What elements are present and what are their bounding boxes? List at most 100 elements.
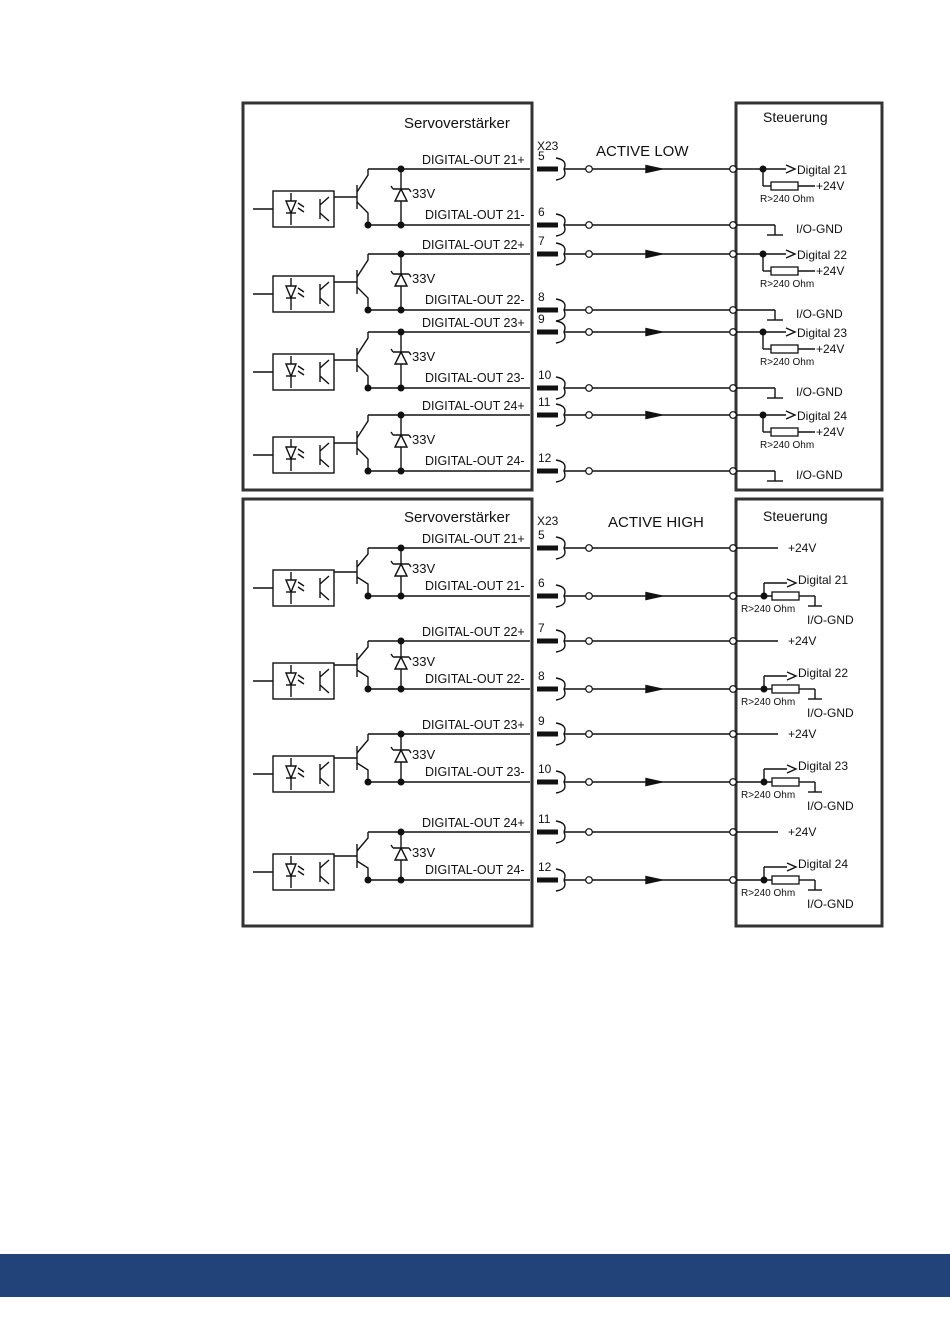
terminal-node (729, 592, 737, 600)
cable-node (585, 306, 593, 314)
pin-minus-number: 10 (538, 368, 552, 382)
panel-active-high: Servoverstärker Steuerung X23 ACTIVE HIG… (241, 497, 884, 928)
zener-diode-icon (390, 431, 412, 439)
signal-arrow-icon (645, 249, 663, 259)
optocoupler (272, 436, 335, 474)
signal-arrow-icon (645, 684, 663, 694)
terminal-node (729, 544, 737, 552)
cable-node (585, 328, 593, 336)
zener-label: 33V (412, 561, 435, 576)
pin-minus-number: 10 (538, 762, 552, 776)
led-icon (284, 672, 298, 687)
signal-arrow-icon (645, 777, 663, 787)
connector-pin (537, 877, 558, 883)
zener-diode-icon (393, 272, 409, 287)
pin-plus-number: 11 (538, 812, 551, 826)
terminal-node (729, 685, 737, 693)
supply-label: +24V (788, 634, 816, 648)
zener-diode-icon (393, 350, 409, 365)
output-minus-label: DIGITAL-OUT 21- (425, 208, 525, 222)
servo-title: Servoverstärker (404, 115, 510, 132)
phototransistor-icon (319, 575, 330, 601)
zener-diode-icon (390, 270, 412, 278)
supply-label: +24V (816, 264, 844, 278)
terminal-node (729, 828, 737, 836)
zener-label: 33V (412, 186, 435, 201)
input-arrow-icon (785, 249, 797, 259)
terminal-node (729, 637, 737, 645)
phototransistor-icon (319, 196, 330, 222)
terminal-node (729, 778, 737, 786)
pin-plus-number: 7 (538, 621, 545, 635)
output-plus-label: DIGITAL-OUT 24+ (422, 399, 525, 413)
pin-minus-number: 8 (538, 290, 545, 304)
control-box (734, 101, 884, 492)
input-arrow-icon (786, 671, 798, 681)
gnd-label: I/O-GND (807, 613, 854, 627)
cable-node (585, 637, 593, 645)
digital-input-label: Digital 22 (797, 248, 847, 262)
zener-diode-icon (393, 562, 409, 577)
terminal-node (729, 165, 737, 173)
output-plus-label: DIGITAL-OUT 23+ (422, 316, 525, 330)
connector-pin (537, 329, 558, 335)
light-arrow-icon (297, 287, 305, 298)
cable-node (585, 544, 593, 552)
transistor-icon (356, 734, 369, 754)
zener-label: 33V (412, 271, 435, 286)
light-arrow-icon (297, 767, 305, 778)
signal-arrow-icon (645, 875, 663, 885)
supply-label: +24V (788, 727, 816, 741)
input-arrow-icon (785, 164, 797, 174)
resistor-icon (770, 181, 799, 191)
connector-pin (537, 385, 558, 391)
led-icon (284, 200, 298, 215)
pin-plus-number: 11 (538, 395, 551, 409)
zener-label: 33V (412, 654, 435, 669)
pin-minus-number: 8 (538, 669, 545, 683)
input-arrow-icon (786, 862, 798, 872)
terminal-node (729, 306, 737, 314)
light-arrow-icon (297, 581, 305, 592)
resistor-label: R>240 Ohm (741, 888, 795, 899)
cable-node (585, 778, 593, 786)
optocoupler (272, 569, 335, 607)
transistor-icon (356, 762, 369, 782)
output-minus-label: DIGITAL-OUT 22- (425, 293, 525, 307)
connector-pin (537, 545, 558, 551)
transistor-icon (356, 169, 369, 193)
cable-node (585, 221, 593, 229)
supply-label: +24V (788, 541, 816, 555)
digital-input-label: Digital 22 (798, 666, 848, 680)
led-icon (284, 285, 298, 300)
resistor-icon (770, 266, 799, 276)
control-title: Steuerung (763, 508, 828, 524)
output-minus-label: DIGITAL-OUT 21- (425, 579, 525, 593)
output-plus-label: DIGITAL-OUT 24+ (422, 816, 525, 830)
resistor-label: R>240 Ohm (760, 440, 814, 451)
junction-dot (364, 306, 372, 314)
transistor-icon (356, 415, 369, 439)
transistor-icon (356, 548, 369, 568)
pin-plus-number: 9 (538, 714, 545, 728)
resistor-icon (771, 875, 800, 885)
output-plus-label: DIGITAL-OUT 23+ (422, 718, 525, 732)
digital-input-label: Digital 23 (798, 759, 848, 773)
resistor-label: R>240 Ohm (741, 604, 795, 615)
resistor-icon (770, 427, 799, 437)
junction-dot (364, 384, 372, 392)
zener-label: 33V (412, 349, 435, 364)
resistor-label: R>240 Ohm (760, 279, 814, 290)
terminal-node (729, 876, 737, 884)
zener-diode-icon (390, 560, 412, 568)
resistor-label: R>240 Ohm (741, 790, 795, 801)
input-arrow-icon (785, 410, 797, 420)
connector-pin (537, 412, 558, 418)
signal-arrow-icon (645, 327, 663, 337)
